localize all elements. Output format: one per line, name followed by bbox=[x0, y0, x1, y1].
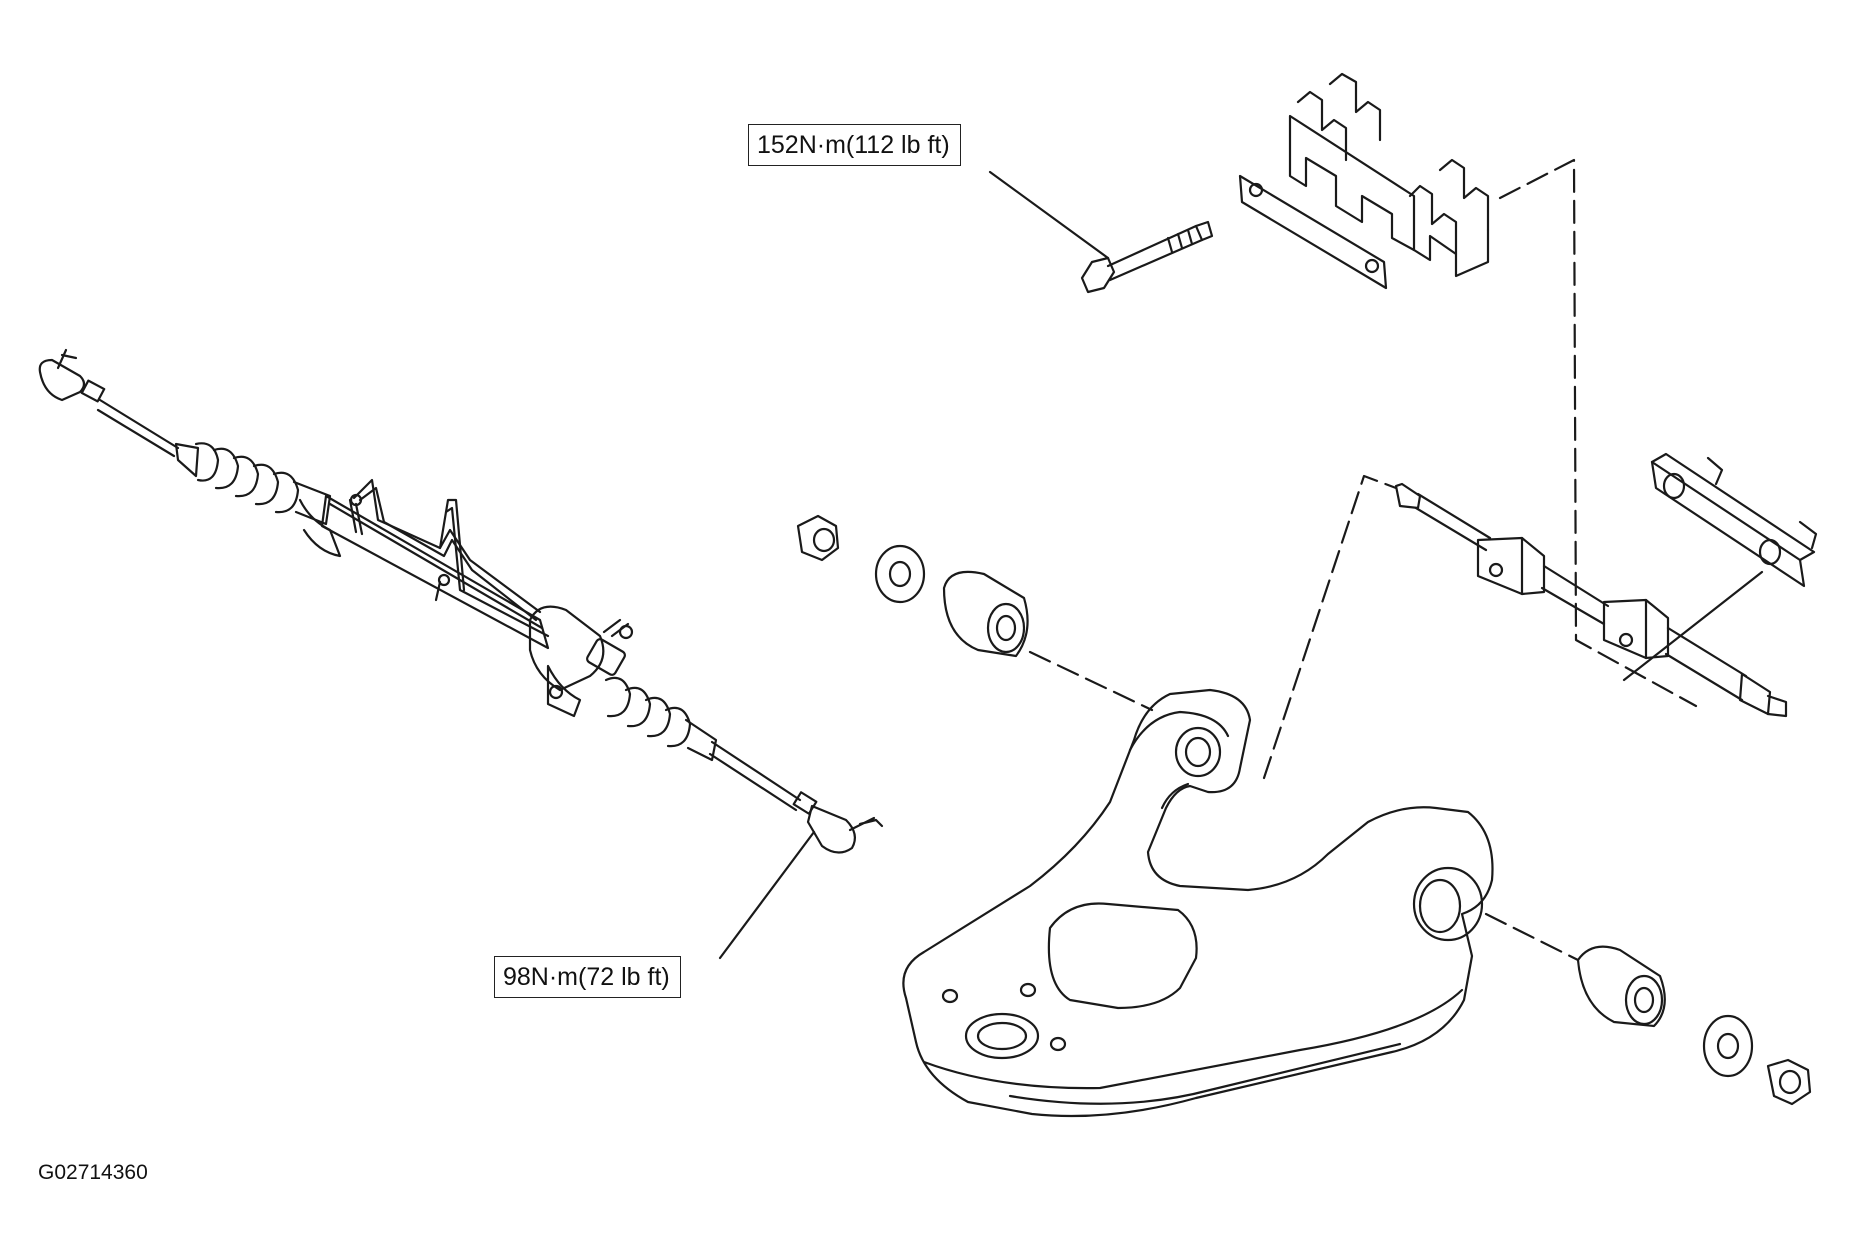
left-tie-rod-end bbox=[38, 348, 106, 403]
rear-bushing bbox=[1576, 945, 1666, 1028]
retainer-plate bbox=[1650, 452, 1818, 588]
rear-bushing-group bbox=[1576, 945, 1812, 1106]
left-tie-rod bbox=[96, 398, 180, 458]
right-rack-boot bbox=[604, 676, 718, 762]
right-tie-rod-end bbox=[806, 804, 884, 854]
front-bushing bbox=[942, 570, 1029, 658]
front-nut bbox=[796, 514, 840, 562]
tie-rod-leader-line bbox=[718, 830, 816, 960]
front-washer bbox=[874, 544, 926, 604]
rear-bushing-leader-line bbox=[1484, 912, 1580, 962]
cross-shaft bbox=[1394, 482, 1788, 718]
left-rack-boot bbox=[174, 442, 332, 526]
alignment-shims bbox=[1238, 72, 1490, 290]
upper-control-arm bbox=[902, 688, 1494, 1118]
upper-bolt bbox=[1080, 220, 1214, 294]
bolt-leader-line bbox=[988, 170, 1110, 260]
right-tie-rod bbox=[708, 740, 802, 812]
steering-rack-assembly bbox=[38, 348, 884, 854]
cross-shaft-leader-line bbox=[1262, 474, 1398, 780]
rear-nut bbox=[1766, 1058, 1812, 1106]
rear-washer bbox=[1702, 1014, 1754, 1078]
figure-id-label: G02714360 bbox=[38, 1161, 148, 1184]
front-bushing-group bbox=[796, 514, 1029, 658]
pinion-valve-body bbox=[528, 605, 634, 718]
tie-rod-nut-torque-callout: 98N·m(72 lb ft) bbox=[494, 956, 681, 998]
shim-leader-line bbox=[1498, 158, 1698, 708]
plate-leader-line bbox=[1622, 570, 1764, 682]
upper-bolt-torque-callout: 152N·m(112 lb ft) bbox=[748, 124, 961, 166]
front-bushing-leader-line bbox=[1028, 650, 1154, 712]
rack-housing bbox=[298, 478, 550, 650]
